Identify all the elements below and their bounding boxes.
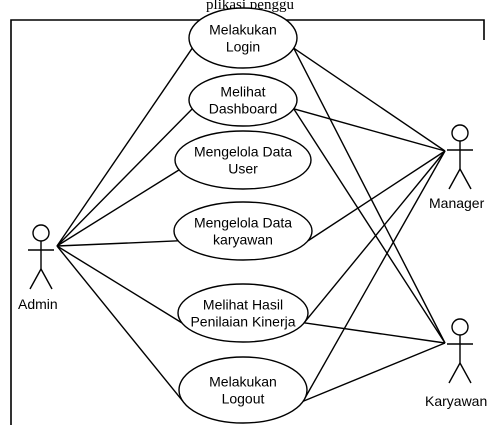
actor-manager[interactable]: Manager <box>429 124 485 211</box>
association-admin-logout <box>56 245 184 402</box>
use-case-label: Penilaian Kinerja <box>190 314 295 330</box>
use-case-ellipse <box>178 356 308 424</box>
actor-label: Admin <box>18 296 58 312</box>
association-karyawan-login <box>293 47 446 344</box>
use-case-label: Mengelola Data <box>194 215 292 231</box>
association-manager-karyawan <box>307 150 446 242</box>
association-karyawan-dashboard <box>293 108 446 344</box>
association-admin-login <box>56 47 193 247</box>
use-case-label: Logout <box>222 391 265 407</box>
stick-figure-icon <box>28 224 54 290</box>
actor-admin[interactable]: Admin <box>18 224 58 312</box>
association-admin-karyawan <box>56 240 179 247</box>
use-case-ellipse <box>173 201 313 261</box>
actor-label: Karyawan <box>425 393 487 409</box>
association-manager-dashboard <box>293 108 446 152</box>
association-admin-kinerja <box>56 245 183 324</box>
actor-label: Manager <box>429 195 485 211</box>
association-manager-kinerja <box>303 150 446 324</box>
use-case-label: Login <box>226 39 260 55</box>
stick-figure-icon <box>447 318 473 384</box>
association-karyawan-logout <box>302 342 446 402</box>
use-case-label: Dashboard <box>209 101 278 117</box>
use-case-label: karyawan <box>213 232 273 248</box>
association-manager-login <box>293 47 446 152</box>
use-case-ellipse <box>188 7 298 69</box>
actor-karyawan[interactable]: Karyawan <box>425 318 487 409</box>
use-case-ellipse <box>177 283 309 343</box>
association-admin-user <box>56 169 180 247</box>
use-case-ellipse <box>188 73 298 127</box>
stick-figure-icon <box>447 124 473 190</box>
use-case-ellipse <box>174 130 312 190</box>
use-case-label: Melakukan <box>209 374 277 390</box>
association-karyawan-kinerja <box>304 322 446 344</box>
use-case-label: User <box>228 161 258 177</box>
association-manager-logout <box>302 150 446 402</box>
use-case-label: Mengelola Data <box>194 144 292 160</box>
use-case-label: Melakukan <box>209 22 277 38</box>
use-case-label: Melihat <box>220 84 265 100</box>
use-cases: MelakukanLoginMelihatDashboardMengelola … <box>173 7 313 424</box>
use-case-label: Melihat Hasil <box>203 297 283 313</box>
association-admin-dashboard <box>56 108 193 247</box>
association-lines <box>56 47 446 402</box>
